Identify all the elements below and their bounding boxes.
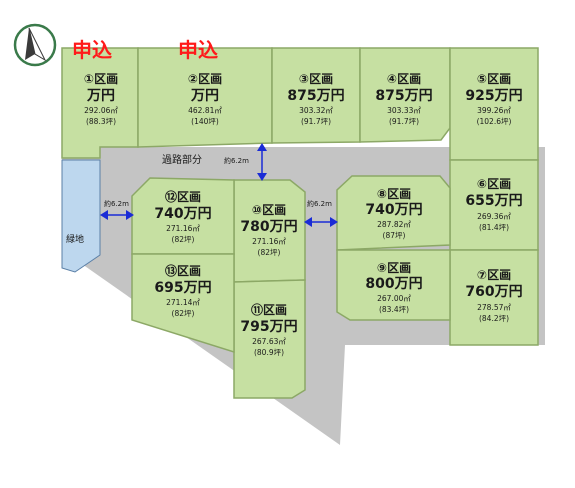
lot-13-name: ⑬区画 [165, 263, 201, 278]
lot-6[interactable]: ⑥区画 655万円 269.36㎡ (81.4坪) [449, 159, 539, 251]
lot-13-price: 695万円 [154, 280, 211, 296]
lot-12-area: 271.16㎡ [166, 224, 200, 233]
lot-12-name: ⑫区画 [165, 189, 201, 204]
lot-9-tsubo: (83.4坪) [379, 305, 409, 314]
sold-label-lot-1: 申込 [72, 38, 112, 62]
green-area [61, 159, 101, 273]
lot-12-tsubo: (82坪) [172, 235, 195, 244]
lot-10[interactable]: ⑩区画 780万円 271.16㎡ (82坪) [233, 179, 306, 283]
dimension-label-left: 約6.2m [104, 199, 129, 208]
lot-6-price: 655万円 [465, 193, 522, 209]
lot-8-name: ⑧区画 [377, 187, 411, 201]
lot-4-price: 875万円 [375, 88, 432, 104]
lot-9-area: 267.00㎡ [377, 294, 411, 303]
lot-5-area: 399.26㎡ [477, 106, 511, 115]
lot-9-price: 800万円 [365, 276, 422, 292]
lot-6-tsubo: (81.4坪) [479, 223, 509, 232]
lot-9-name: ⑨区画 [377, 261, 411, 275]
lot-10-price: 780万円 [240, 219, 297, 235]
lot-13-area: 271.14㎡ [166, 298, 200, 307]
lot-1-area: 292.06㎡ [84, 106, 118, 115]
lot-11-name: ⑪区画 [251, 302, 287, 317]
road-label: 過路部分 [162, 153, 202, 166]
lot-7-name: ⑦区画 [477, 268, 511, 282]
lot-11-area: 267.63㎡ [252, 337, 286, 346]
road-width-arrow-left [100, 210, 134, 220]
lot-7[interactable]: ⑦区画 760万円 278.57㎡ (84.2坪) [449, 249, 539, 346]
lot-3-name: ③区画 [299, 72, 333, 86]
lot-2-area: 462.81㎡ [188, 106, 222, 115]
lot-8-price: 740万円 [365, 202, 422, 218]
lot-5-name: ⑤区画 [477, 72, 511, 86]
road-width-arrow-vertical [257, 143, 267, 181]
lot-7-tsubo: (84.2坪) [479, 314, 509, 323]
lot-5-price: 925万円 [465, 88, 522, 104]
lot-13-tsubo: (82坪) [172, 309, 195, 318]
lot-10-name: ⑩区画 [252, 203, 286, 217]
lot-2-price: 万円 [190, 88, 219, 104]
lot-2-tsubo: (140坪) [191, 117, 219, 126]
lot-11-price: 795万円 [240, 319, 297, 335]
lot-12-price: 740万円 [154, 206, 211, 222]
dimension-label-right: 約6.2m [307, 199, 332, 208]
sold-label-lot-2: 申込 [178, 38, 218, 62]
lot-1-tsubo: (88.3坪) [86, 117, 116, 126]
lot-3-tsubo: (91.7坪) [301, 117, 331, 126]
lot-3[interactable]: ③区画 875万円 303.32㎡ (91.7坪) [271, 47, 361, 144]
lot-1-price: 万円 [86, 88, 115, 104]
lot-6-name: ⑥区画 [477, 177, 511, 191]
north-arrow-icon [13, 23, 57, 67]
lot-1[interactable]: ①区画 万円 292.06㎡ (88.3坪) [61, 47, 139, 159]
lot-10-area: 271.16㎡ [252, 237, 286, 246]
lot-11-tsubo: (80.9坪) [254, 348, 284, 357]
lot-11[interactable]: ⑪区画 795万円 267.63㎡ (80.9坪) [233, 279, 306, 399]
lot-8[interactable]: ⑧区画 740万円 287.82㎡ (87坪) [336, 175, 451, 251]
lot-2[interactable]: ②区画 万円 462.81㎡ (140坪) [137, 47, 273, 148]
lot-4-name: ④区画 [387, 72, 421, 86]
lot-4-area: 303.33㎡ [387, 106, 421, 115]
lot-4[interactable]: ④区画 875万円 303.33㎡ (91.7坪) [359, 47, 451, 143]
lot-1-name: ①区画 [84, 72, 118, 86]
lot-4-tsubo: (91.7坪) [389, 117, 419, 126]
lot-9[interactable]: ⑨区画 800万円 267.00㎡ (83.4坪) [336, 249, 451, 321]
lot-8-tsubo: (87坪) [383, 231, 406, 240]
dimension-label-vertical: 約6.2m [224, 156, 249, 165]
lot-3-area: 303.32㎡ [299, 106, 333, 115]
lot-13[interactable]: ⑬区画 695万円 271.14㎡ (82坪) [131, 253, 235, 354]
road-width-arrow-right [304, 217, 338, 227]
green-area-label: 緑地 [66, 233, 84, 245]
lot-7-price: 760万円 [465, 284, 522, 300]
lot-8-area: 287.82㎡ [377, 220, 411, 229]
lot-5-tsubo: (102.6坪) [477, 117, 512, 126]
lot-7-area: 278.57㎡ [477, 303, 511, 312]
lot-12[interactable]: ⑫区画 740万円 271.16㎡ (82坪) [131, 177, 235, 255]
lot-3-price: 875万円 [287, 88, 344, 104]
lot-6-area: 269.36㎡ [477, 212, 511, 221]
lot-2-name: ②区画 [188, 72, 222, 86]
lot-5[interactable]: ⑤区画 925万円 399.26㎡ (102.6坪) [449, 47, 539, 161]
lot-10-tsubo: (82坪) [258, 248, 281, 257]
